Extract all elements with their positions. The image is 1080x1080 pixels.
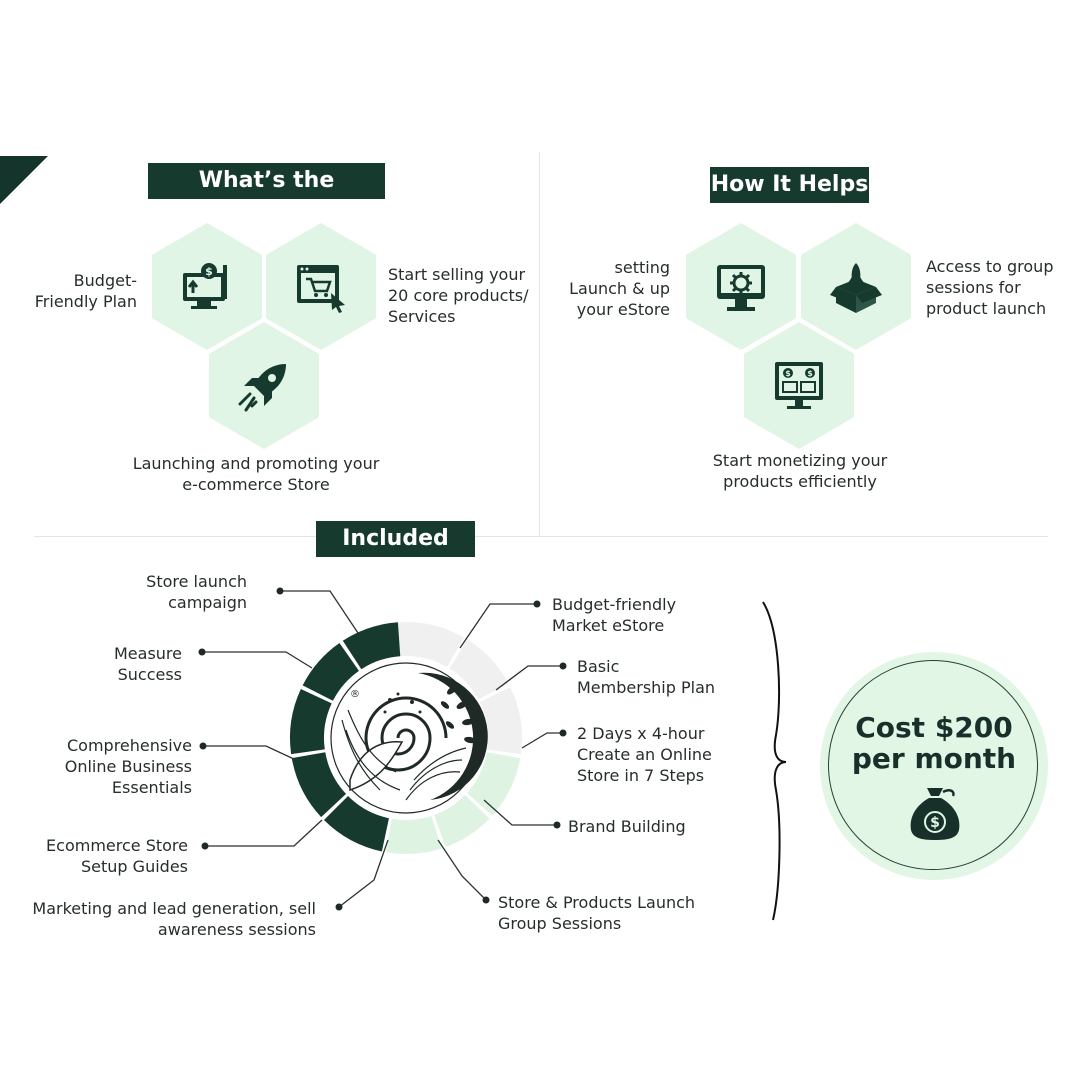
leader-dot bbox=[201, 842, 209, 850]
leader-lines bbox=[198, 587, 567, 911]
benefit-heading: What’s the Benefit? bbox=[148, 163, 385, 229]
helps-group-label: Access to group sessions for product lau… bbox=[926, 257, 1054, 318]
leader-dot bbox=[198, 648, 206, 656]
included-left-item: Measure Success bbox=[114, 644, 182, 684]
leader-dot bbox=[533, 600, 541, 608]
ring-segment bbox=[397, 622, 464, 667]
budget-computer-icon: $ bbox=[183, 262, 227, 309]
ring-segment bbox=[385, 815, 442, 854]
corner-accent bbox=[0, 156, 48, 204]
benefit-budget-label: Budget- Friendly Plan bbox=[34, 271, 137, 311]
included-left-item: Comprehensive Online Business Essentials bbox=[64, 736, 192, 797]
ring-segments bbox=[289, 622, 523, 854]
helps-setup-label: setting Launch & up your eStore bbox=[569, 258, 670, 319]
leader-line bbox=[495, 665, 563, 691]
leader-line bbox=[437, 839, 487, 901]
vertical-divider bbox=[539, 152, 540, 536]
brand-logo-icon bbox=[330, 662, 488, 814]
benefit-selling-label: Start selling your 20 core products/ Ser… bbox=[388, 265, 529, 326]
leader-dot bbox=[559, 662, 567, 670]
svg-text:$: $ bbox=[785, 369, 791, 378]
included-right-item: Brand Building bbox=[568, 817, 686, 836]
cost-badge-inner bbox=[828, 660, 1038, 870]
leader-dot bbox=[335, 903, 343, 911]
leader-line bbox=[203, 745, 297, 761]
horizontal-divider bbox=[34, 536, 1048, 537]
included-right-item: Basic Membership Plan bbox=[577, 657, 716, 697]
leader-line bbox=[483, 799, 557, 826]
curly-brace bbox=[762, 601, 787, 921]
helps-heading: How It Helps bbox=[710, 167, 869, 203]
leader-dot bbox=[553, 821, 561, 829]
ring-segment bbox=[342, 622, 401, 670]
leader-dot bbox=[276, 587, 284, 595]
rocket-box-icon bbox=[830, 262, 882, 313]
included-left-item: Store launch campaign bbox=[146, 572, 247, 612]
ring-segment bbox=[323, 795, 389, 852]
shopping-cart-window-icon bbox=[297, 264, 345, 313]
included-right-item: 2 Days x 4-hour Create an Online Store i… bbox=[577, 724, 712, 785]
ring-segment bbox=[434, 794, 490, 848]
rocket-icon bbox=[238, 363, 286, 411]
benefit-launching-label: Launching and promoting your e-commerce … bbox=[132, 454, 380, 494]
ring-segment bbox=[479, 687, 523, 755]
leader-dot bbox=[199, 742, 207, 750]
svg-text:$: $ bbox=[807, 369, 813, 378]
included-left-item: Marketing and lead generation, sell awar… bbox=[32, 899, 316, 939]
ring-segment bbox=[289, 688, 332, 755]
ring-segment bbox=[291, 752, 347, 818]
helps-monetize-label: Start monetizing your products efficient… bbox=[712, 451, 888, 491]
included-right-item: Budget-friendly Market eStore bbox=[552, 595, 677, 635]
monitor-gear-icon bbox=[717, 264, 765, 311]
leader-line bbox=[280, 590, 359, 634]
ring-segment bbox=[466, 752, 521, 816]
registered-mark: ® bbox=[350, 689, 360, 700]
ring-segment bbox=[449, 639, 509, 700]
leader-dot bbox=[559, 729, 567, 737]
leader-line bbox=[202, 651, 313, 669]
leader-line bbox=[459, 603, 537, 649]
ring-segment bbox=[302, 642, 359, 701]
money-bag-icon: $ bbox=[910, 788, 960, 840]
leader-line bbox=[205, 819, 323, 847]
included-heading: Included bbox=[316, 521, 475, 557]
svg-text:$: $ bbox=[205, 265, 213, 278]
leader-dot bbox=[482, 896, 490, 904]
included-left-item: Ecommerce Store Setup Guides bbox=[46, 836, 188, 876]
included-right-item: Store & Products Launch Group Sessions bbox=[498, 893, 696, 933]
leader-line bbox=[338, 839, 389, 908]
leader-line bbox=[521, 732, 563, 749]
svg-text:$: $ bbox=[930, 815, 940, 831]
monetize-screen-icon: $ $ bbox=[775, 361, 823, 409]
cost-label: Cost $200 per month bbox=[851, 711, 1017, 775]
